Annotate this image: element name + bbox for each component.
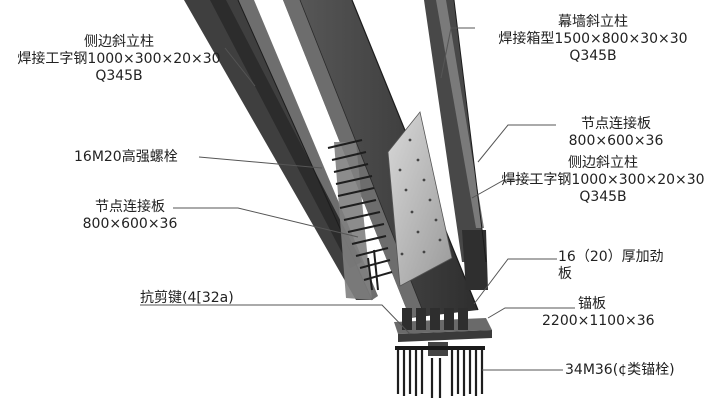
curtain-column-name: 幕墙斜立柱 [558, 14, 628, 30]
label-shear-key: 抗剪键(4[32a) [140, 290, 234, 307]
anchor-plate-spec: 2200×1100×36 [542, 313, 655, 329]
node-plate-right-name: 节点连接板 [581, 116, 651, 132]
right-column-grade: Q345B [579, 189, 627, 205]
label-stiffener: 16（20）厚加劲 板 [558, 249, 664, 283]
node-plate-right-shape [387, 111, 453, 287]
column-base-assembly [394, 308, 492, 356]
label-left-column: 侧边斜立柱 焊接工字钢1000×300×20×30 Q345B [4, 34, 234, 85]
left-column-name: 侧边斜立柱 [84, 34, 154, 50]
node-plate-left-spec: 800×600×36 [82, 216, 178, 232]
anchor-bolts [396, 348, 484, 398]
leader-lines [140, 27, 575, 371]
label-anchor-bolts: 34M36(¢类锚栓) [565, 362, 675, 379]
left-column-spec: 焊接工字钢1000×300×20×30 [17, 51, 221, 67]
bolts-spec: 16M20高强螺栓 [74, 149, 178, 165]
label-node-plate-right: 节点连接板 800×600×36 [558, 116, 674, 150]
anchor-bolts-spec: 34M36(¢类锚栓) [565, 362, 675, 378]
shear-key-spec: 抗剪键(4[32a) [140, 290, 234, 306]
node-plate-right-spec: 800×600×36 [568, 133, 664, 149]
label-curtain-column: 幕墙斜立柱 焊接箱型1500×800×30×30 Q345B [478, 14, 708, 65]
left-column-grade: Q345B [95, 68, 143, 84]
label-bolts: 16M20高强螺栓 [74, 149, 178, 166]
label-anchor-plate: 锚板 2200×1100×36 [542, 296, 655, 330]
label-node-plate-left: 节点连接板 800×600×36 [72, 199, 188, 233]
stiffener-spec-cont: 板 [558, 266, 572, 282]
right-column-spec: 焊接工字钢1000×300×20×30 [501, 172, 705, 188]
label-right-column: 侧边斜立柱 焊接工字钢1000×300×20×30 Q345B [490, 155, 716, 206]
right-column-name: 侧边斜立柱 [568, 155, 638, 171]
curtain-column-grade: Q345B [569, 48, 617, 64]
anchor-plate-name: 锚板 [578, 296, 606, 312]
curtain-column-spec: 焊接箱型1500×800×30×30 [498, 31, 688, 47]
stiffener-spec: 16（20）厚加劲 [558, 249, 664, 265]
right-diagonal-column [424, 0, 488, 290]
high-strength-bolts [327, 139, 393, 291]
node-plate-left-name: 节点连接板 [95, 199, 165, 215]
